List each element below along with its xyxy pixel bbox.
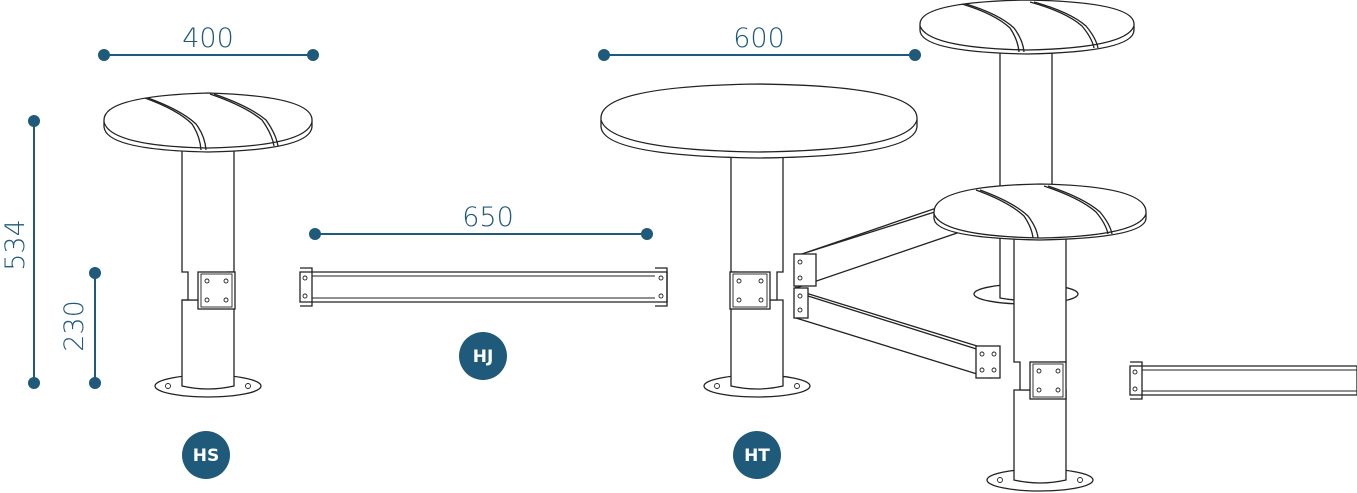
dimension-hs-height: 534 <box>0 115 40 389</box>
badge-label-hj: HJ <box>473 347 494 367</box>
dimension-label-650: 650 <box>462 202 514 233</box>
dimension-label-230: 230 <box>59 300 90 352</box>
dimension-label-600: 600 <box>733 23 785 54</box>
badge-ht: HT <box>733 431 781 479</box>
dimension-hs-width: 400 <box>98 23 319 61</box>
badge-label-ht: HT <box>744 446 770 466</box>
badge-label-hs: HS <box>193 446 219 466</box>
ht-table-drawing <box>600 83 918 398</box>
dimension-label-534: 534 <box>0 219 31 271</box>
dimension-hs-joint-height: 230 <box>59 267 101 389</box>
hs-stool-drawing <box>103 92 313 398</box>
assembly-drawing <box>793 0 1357 492</box>
dimension-ht-width: 600 <box>598 23 921 61</box>
dimension-hj-length: 650 <box>309 202 653 240</box>
badge-hj: HJ <box>459 332 507 380</box>
badge-hs: HS <box>182 431 230 479</box>
hj-beam-drawing <box>299 267 668 307</box>
dimension-label-400: 400 <box>182 23 234 54</box>
